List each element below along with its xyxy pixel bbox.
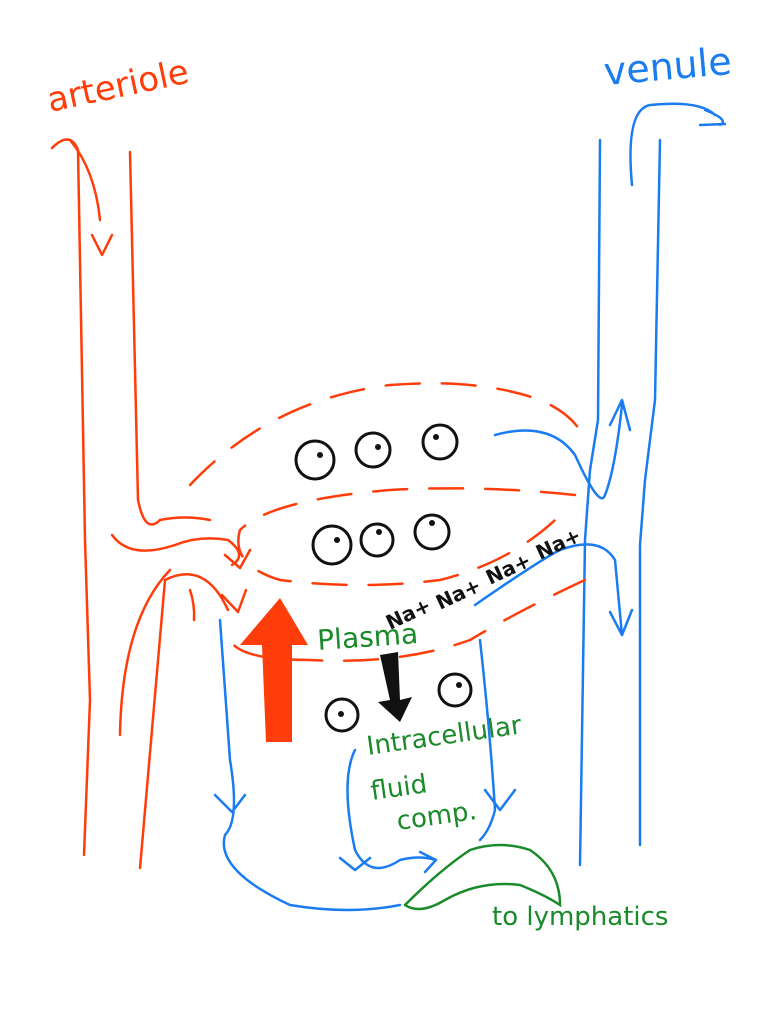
intracellular-line: comp. (395, 796, 479, 837)
filtration-arrow-up-icon (240, 598, 308, 742)
sodium-labels: Na+ Na+ Na+ (432, 523, 585, 615)
venule-label: venule (602, 39, 733, 94)
intracellular-label: Intracellular fluid comp. (365, 710, 524, 836)
arteriole-vessel (50, 138, 252, 870)
capillary-bed (188, 382, 587, 663)
lymphatics-label: to lymphatics (492, 902, 668, 932)
plasma-label: Plasma (316, 617, 419, 657)
sodium-label: Na+ (532, 523, 585, 565)
intracellular-line: Intracellular (365, 710, 524, 761)
red-blood-cells (294, 423, 473, 733)
reabsorption-arrow-down-icon (378, 652, 412, 722)
lymphatic-vessel (403, 843, 562, 911)
intracellular-line: fluid (369, 769, 429, 807)
arteriole-label: arteriole (44, 52, 193, 121)
venule-vessel (213, 102, 727, 912)
